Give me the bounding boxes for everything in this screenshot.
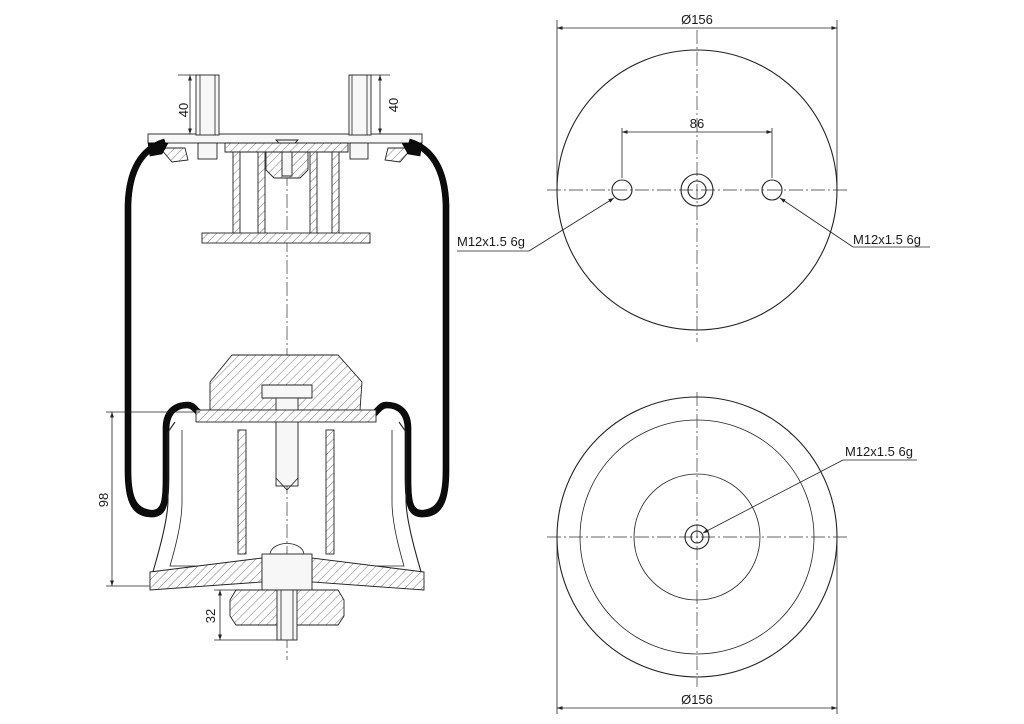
- dim-top-diameter: Ø156: [556, 12, 838, 190]
- top-center-hole: [687, 180, 707, 200]
- top-seal-left: [147, 142, 169, 157]
- top-seal-right: [401, 142, 423, 157]
- top-plate-inner: [224, 142, 349, 153]
- dim-bottom-stud-text: 32: [203, 609, 218, 623]
- dim-stud-right-text: 40: [386, 98, 401, 112]
- dim-bottom-diameter: Ø156: [556, 537, 838, 714]
- top-flange: [201, 232, 371, 244]
- piston-tube-left: [237, 429, 247, 555]
- dim-stud-left-text: 40: [176, 103, 191, 117]
- dim-stud-right: 40: [371, 74, 401, 134]
- dim-stud-left: 40: [176, 74, 196, 134]
- label-bottom-thread: M12x1.5 6g: [845, 444, 913, 459]
- piston-tube-right: [325, 429, 335, 555]
- top-stud-hole-left: [611, 179, 633, 201]
- dim-bottom-diameter-text: Ø156: [681, 692, 713, 707]
- bottom-center-boss: [684, 524, 710, 550]
- top-plan-view: Ø156 86 M12x1.5 6g M12x1.5 6g: [457, 12, 930, 342]
- piston-cap: [195, 409, 377, 423]
- label-right-thread: M12x1.5 6g: [853, 232, 921, 247]
- leader-bottom-thread: M12x1.5 6g: [702, 444, 917, 534]
- top-tube-right-inner: [309, 151, 318, 235]
- top-crimp-right: [384, 147, 413, 163]
- dim-height-lower-text: 98: [96, 493, 111, 507]
- top-tube-right-outer: [331, 151, 340, 235]
- top-stud-right: [348, 74, 372, 160]
- top-stud-hole-right: [761, 179, 783, 201]
- dim-top-diameter-text: Ø156: [681, 12, 713, 27]
- dim-bottom-stud: 32: [203, 589, 277, 641]
- base-plate-right: [311, 557, 425, 591]
- bottom-plan-view: M12x1.5 6g Ø156: [547, 392, 917, 714]
- leader-right-thread: M12x1.5 6g: [779, 197, 930, 248]
- top-stud-left: [195, 74, 220, 160]
- side-section-view: 40 40 98 32: [96, 74, 450, 660]
- top-crimp-left: [159, 147, 189, 163]
- bump-stop-nut: [261, 384, 313, 399]
- dim-stud-spacing-text: 86: [690, 116, 704, 131]
- dim-height-lower: 98: [96, 411, 200, 587]
- lower-stud: [276, 589, 298, 641]
- top-center-boss: [680, 173, 714, 207]
- base-center-boss: [261, 553, 313, 593]
- leader-left-thread: M12x1.5 6g: [457, 197, 615, 252]
- bottom-center-hole: [690, 530, 704, 544]
- top-tube-left-outer: [232, 151, 241, 235]
- dim-stud-spacing: 86: [621, 116, 773, 178]
- base-plate-left: [149, 557, 263, 591]
- label-left-thread: M12x1.5 6g: [457, 234, 525, 249]
- top-tube-left-inner: [257, 151, 266, 235]
